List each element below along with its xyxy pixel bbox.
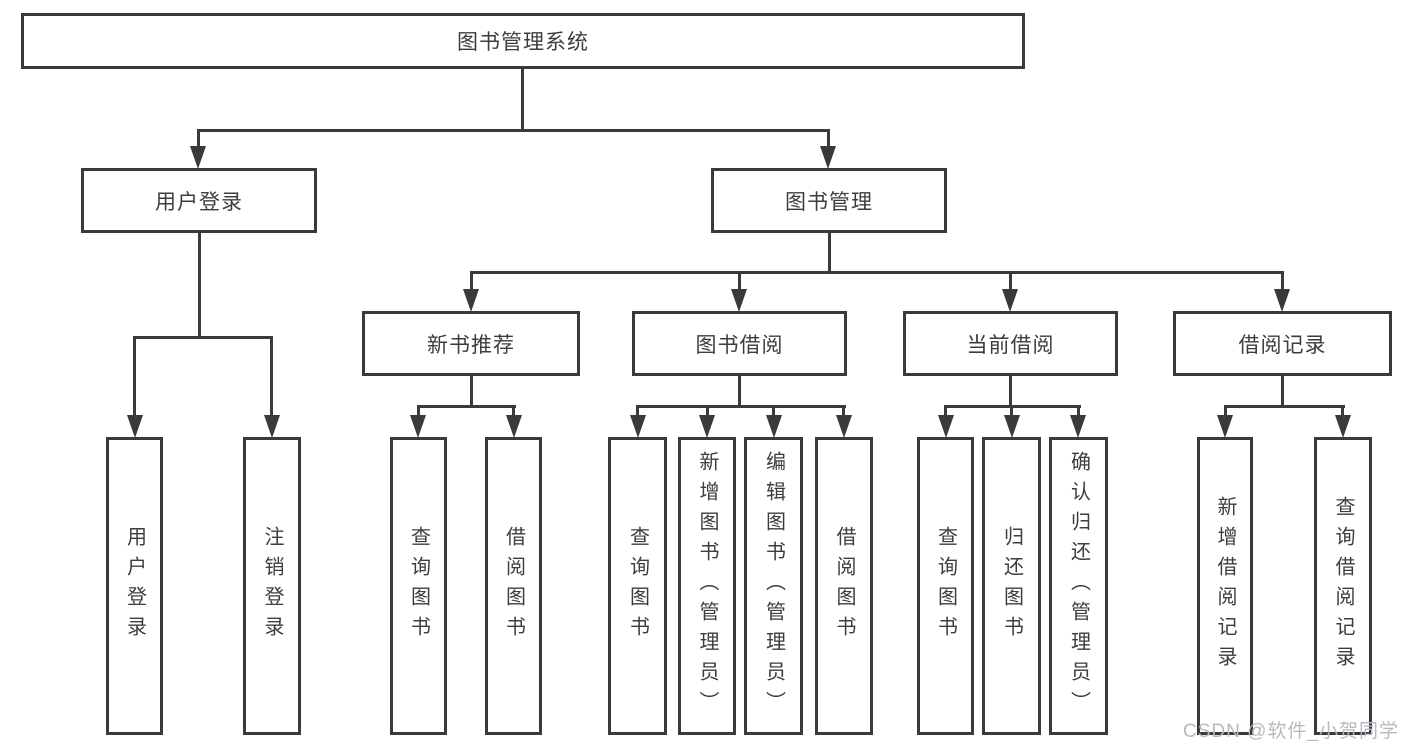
edge-book-borrow-down bbox=[738, 376, 741, 408]
csdn-watermark: CSDN @软件_小贺同学 bbox=[1183, 721, 1399, 742]
edge-book-mgmt-stem bbox=[827, 129, 830, 151]
edge-book-mgmt-down bbox=[828, 232, 831, 274]
leaf-label: 查询借阅记录 bbox=[1332, 496, 1354, 676]
node-book-management: 图书管理 bbox=[711, 168, 947, 233]
leaf-label: 借阅图书 bbox=[833, 526, 855, 646]
edge-bb-edit-stem bbox=[772, 405, 775, 418]
arrow-down-bb-query bbox=[630, 415, 646, 438]
leaf-bb-query-books: 查询图书 bbox=[608, 437, 667, 735]
edge-new-books-rail bbox=[417, 405, 516, 408]
edge-current-down bbox=[1009, 376, 1012, 408]
arrow-down-bb-borrow bbox=[836, 415, 852, 438]
arrow-down-leaf-logout bbox=[264, 415, 280, 438]
leaf-cb-return-books: 归还图书 bbox=[982, 437, 1041, 735]
arrow-down-cb-confirm bbox=[1070, 415, 1086, 438]
node-book-borrowing: 图书借阅 bbox=[632, 311, 847, 376]
node-label: 借阅记录 bbox=[1238, 333, 1327, 357]
arrow-down-book-borrow bbox=[731, 289, 747, 312]
arrow-down-new-books bbox=[463, 289, 479, 312]
arrow-down-borrow-records bbox=[1274, 289, 1290, 312]
leaf-bb-borrow-books: 借阅图书 bbox=[815, 437, 873, 735]
node-root-library-management-system: 图书管理系统 bbox=[21, 13, 1025, 69]
node-borrowing-records: 借阅记录 bbox=[1173, 311, 1392, 376]
edge-book-mgmt-rail bbox=[470, 271, 1284, 274]
node-label: 图书管理 bbox=[785, 190, 873, 214]
leaf-bb-add-books-admin: 新增图书（管理员） bbox=[678, 437, 736, 735]
arrow-down-current-borrow bbox=[1002, 289, 1018, 312]
edge-bb-add-stem bbox=[706, 405, 709, 418]
node-label: 用户登录 bbox=[155, 190, 243, 214]
leaf-nb-query-books: 查询图书 bbox=[390, 437, 447, 735]
leaf-rec-add-record: 新增借阅记录 bbox=[1197, 437, 1253, 735]
edge-cb-query-stem bbox=[944, 405, 947, 418]
arrow-down-rec-query bbox=[1335, 415, 1351, 438]
node-label: 当前借阅 bbox=[966, 333, 1055, 357]
leaf-label: 查询图书 bbox=[934, 526, 957, 646]
node-label: 新书推荐 bbox=[427, 333, 515, 357]
edge-root-stem bbox=[521, 68, 524, 130]
arrow-down-bb-edit bbox=[766, 415, 782, 438]
edge-bb-query-stem bbox=[636, 405, 639, 418]
node-current-borrowing: 当前借阅 bbox=[903, 311, 1118, 376]
edge-rec-add-stem bbox=[1224, 405, 1227, 418]
edge-user-login-stem bbox=[197, 129, 200, 151]
node-label: 图书管理系统 bbox=[457, 31, 589, 54]
edge-bb-borrow-stem bbox=[842, 405, 845, 418]
leaf-logout: 注销登录 bbox=[243, 437, 301, 735]
leaf-user-login: 用户登录 bbox=[106, 437, 163, 735]
leaf-label: 注销登录 bbox=[261, 526, 283, 646]
arrow-down-nb-borrow bbox=[506, 415, 522, 438]
arrow-down-nb-query bbox=[410, 415, 426, 438]
edge-new-books-stem bbox=[470, 271, 473, 293]
leaf-label: 查询图书 bbox=[407, 526, 430, 646]
edge-user-login-down bbox=[198, 232, 201, 339]
arrow-down-leaf-login bbox=[127, 415, 143, 438]
leaf-cb-query-books: 查询图书 bbox=[917, 437, 974, 735]
node-new-book-recommend: 新书推荐 bbox=[362, 311, 580, 376]
edge-new-books-down bbox=[470, 376, 473, 408]
edge-book-borrow-stem bbox=[738, 271, 741, 293]
leaf-label: 查询图书 bbox=[626, 526, 649, 646]
leaf-cb-confirm-return-admin: 确认归还（管理员） bbox=[1049, 437, 1108, 735]
leaf-label: 确认归还（管理员） bbox=[1067, 451, 1090, 721]
arrow-down-user-login bbox=[190, 146, 206, 169]
edge-records-down bbox=[1281, 376, 1284, 408]
leaf-rec-query-record: 查询借阅记录 bbox=[1314, 437, 1372, 735]
node-label: 图书借阅 bbox=[695, 333, 784, 357]
edge-leaf-logout-stem bbox=[270, 336, 273, 420]
arrow-down-book-mgmt bbox=[820, 146, 836, 169]
edge-user-login-rail bbox=[133, 336, 273, 339]
arrow-down-bb-add bbox=[699, 415, 715, 438]
edge-nb-borrow-stem bbox=[512, 405, 515, 418]
leaf-label: 用户登录 bbox=[123, 526, 146, 646]
edge-nb-query-stem bbox=[417, 405, 420, 418]
node-user-login: 用户登录 bbox=[81, 168, 317, 233]
edge-leaf-login-stem bbox=[133, 336, 136, 420]
arrow-down-rec-add bbox=[1217, 415, 1233, 438]
leaf-bb-edit-books-admin: 编辑图书（管理员） bbox=[744, 437, 803, 735]
leaf-label: 新增借阅记录 bbox=[1214, 496, 1236, 676]
edge-borrow-records-stem bbox=[1281, 271, 1284, 293]
edge-cb-confirm-stem bbox=[1077, 405, 1080, 418]
arrow-down-cb-query bbox=[938, 415, 954, 438]
leaf-label: 编辑图书（管理员） bbox=[762, 451, 785, 721]
edge-records-rail bbox=[1224, 405, 1345, 408]
edge-current-borrow-stem bbox=[1009, 271, 1012, 293]
edge-rec-query-stem bbox=[1341, 405, 1344, 418]
edge-cb-return-stem bbox=[1010, 405, 1013, 418]
leaf-label: 新增图书（管理员） bbox=[696, 451, 718, 721]
edge-root-rail bbox=[197, 129, 830, 132]
leaf-label: 借阅图书 bbox=[502, 526, 525, 646]
leaf-label: 归还图书 bbox=[1000, 526, 1023, 646]
leaf-nb-borrow-books: 借阅图书 bbox=[485, 437, 542, 735]
edge-book-borrow-rail bbox=[636, 405, 846, 408]
arrow-down-cb-return bbox=[1004, 415, 1020, 438]
